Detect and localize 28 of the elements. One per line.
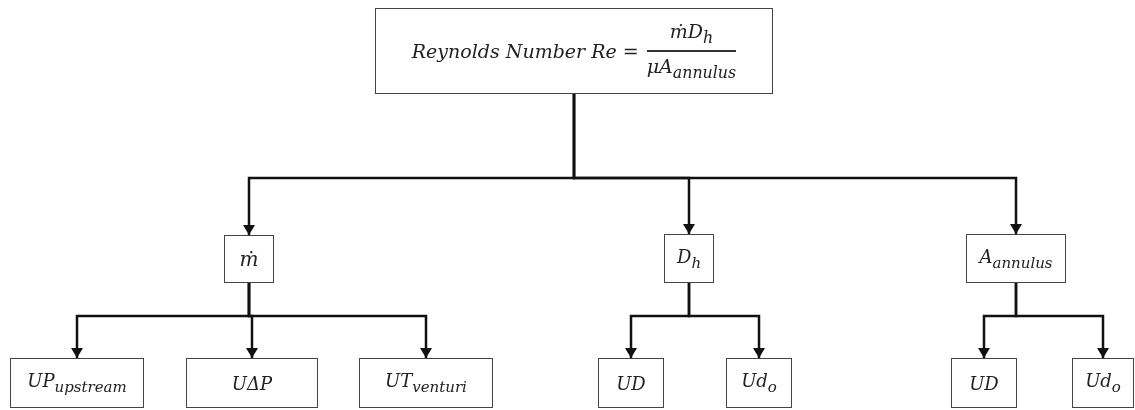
variable-box bbox=[224, 235, 274, 283]
variable-label: Ud$_{o}$ bbox=[741, 370, 777, 396]
variable-box bbox=[186, 358, 318, 408]
variable-box bbox=[951, 358, 1017, 408]
variable-box bbox=[664, 234, 714, 283]
arrow bbox=[572, 94, 1022, 234]
variable-label: Ud$_{o}$ bbox=[1085, 370, 1121, 396]
arrow bbox=[687, 283, 765, 358]
variable-label: A$_{annulus}$ bbox=[979, 245, 1053, 272]
variable-box bbox=[726, 358, 792, 408]
formula-label: Reynolds Number Re = bbox=[411, 40, 639, 62]
variable-label: UD bbox=[969, 372, 999, 394]
variable-box bbox=[966, 234, 1066, 283]
variable-box bbox=[598, 358, 664, 408]
arrow bbox=[247, 283, 432, 358]
variable-label: UP$_{upstream}$ bbox=[27, 370, 127, 396]
variable-label: UT$_{venturi}$ bbox=[385, 370, 467, 396]
variable-label: ṁ bbox=[239, 247, 259, 271]
denominator: μA$_{annulus}$ bbox=[646, 54, 737, 82]
formula-box bbox=[375, 8, 773, 94]
arrow bbox=[1014, 283, 1109, 358]
variable-label: D$_{h}$ bbox=[676, 245, 702, 272]
variable-label: UΔP bbox=[231, 372, 273, 394]
variable-box bbox=[359, 358, 493, 408]
variable-box bbox=[1072, 358, 1134, 408]
variable-label: UD bbox=[616, 372, 646, 394]
variable-box bbox=[10, 358, 144, 408]
numerator: ṁD$_{h}$ bbox=[669, 20, 714, 48]
